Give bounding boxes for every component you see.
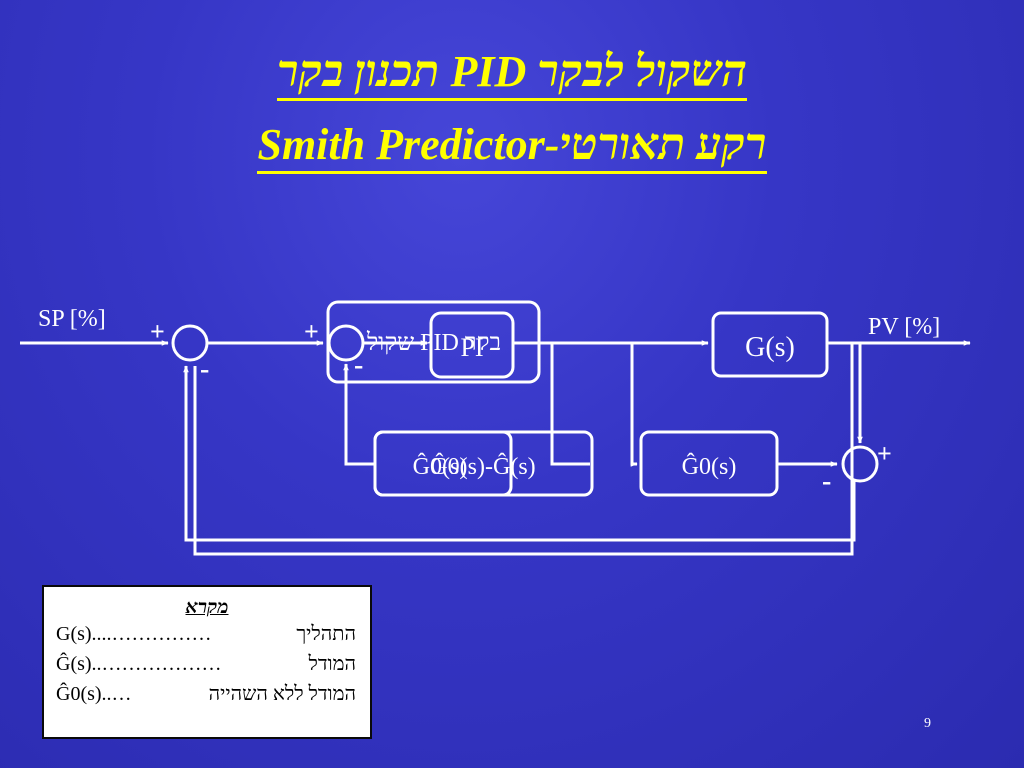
process-label: G(s)	[745, 332, 795, 363]
legend-symbol: Ĝ(s)..………………	[56, 653, 222, 675]
legend-text: המודל	[308, 653, 356, 675]
g0hat-minus-ghat-label: Ĝ0(s)-Ĝ(s)	[430, 453, 535, 480]
branch-to-g0hat-line	[630, 343, 638, 467]
legend-row: Ĝ0(s)..… המודל ללא השהייה	[44, 679, 370, 709]
legend-text: המודל ללא השהייה	[208, 683, 356, 705]
g0hat-inner-label: Ĝ0(s)	[413, 453, 468, 480]
legend-heading: מקרא	[185, 597, 229, 618]
summer2-plus-sign: +	[304, 317, 319, 346]
pi-box	[429, 311, 515, 379]
sp-label: SP [%]	[38, 306, 106, 332]
page-number: 9	[924, 716, 931, 731]
summing-junction-3	[841, 445, 879, 483]
outer-feedback-line-1	[183, 365, 856, 542]
legend-text: התהליך	[296, 623, 356, 645]
summer1-plus-sign: +	[150, 317, 165, 346]
legend-box: מקרא G(s)....…………… התהליך Ĝ(s)..……………… ה…	[42, 585, 372, 739]
legend-symbol: Ĝ0(s)..…	[56, 683, 132, 705]
title-line-2-text: Smith Predictor-רקע תאורטי	[257, 120, 767, 174]
legend-row: G(s)....…………… התהליך	[44, 619, 370, 649]
predictor-feedback-line	[343, 363, 375, 466]
slide-title-line-1: תכנון בקר PID השקול לבקר	[0, 47, 1024, 101]
pi-label: PI	[460, 333, 483, 362]
slide-title-line-2: Smith Predictor-רקע תאורטי	[0, 120, 1024, 174]
summer3-minus-sign: -	[822, 466, 831, 497]
pv-label: PV [%]	[868, 314, 940, 340]
branch-to-g0minusg-line	[550, 343, 590, 466]
equivalent-pid-label: בקר PID שקול	[366, 330, 501, 356]
summer3-plus-sign: +	[877, 439, 892, 468]
summer2-minus-sign: -	[354, 350, 363, 381]
legend-row: Ĝ(s)..……………… המודל	[44, 649, 370, 679]
g0hat-label: Ĝ0(s)	[682, 453, 737, 480]
legend-symbol: G(s)....……………	[56, 623, 212, 645]
summer1-minus-sign: -	[200, 354, 209, 385]
title-line-1-text: תכנון בקר PID השקול לבקר	[276, 47, 748, 101]
outer-feedback-line-2	[193, 343, 854, 556]
